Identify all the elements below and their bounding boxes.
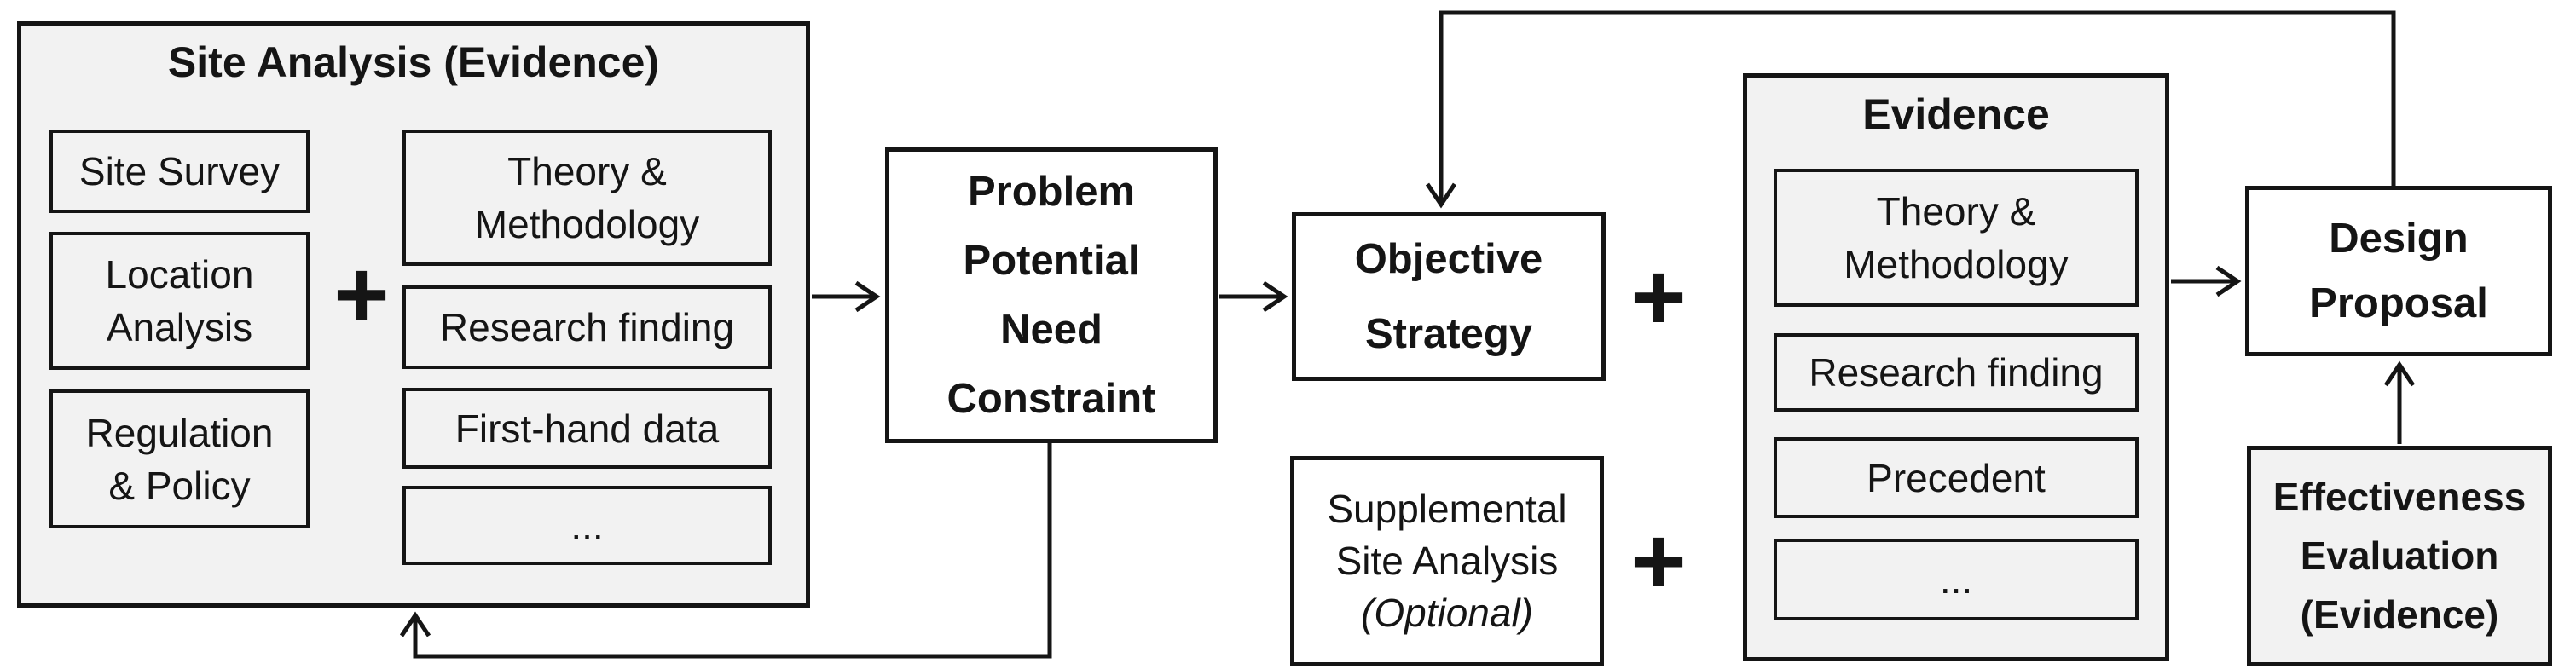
research-finding-site-label: Research finding <box>439 305 735 349</box>
regulation-policy-label: Regulation & Policy <box>85 410 274 508</box>
box-theory-methodology-site: Theory & Methodology <box>402 130 772 266</box>
box-ellipsis-site: ... <box>402 486 772 565</box>
box-objective-strategy: Objective Strategy <box>1292 212 1606 381</box>
site-analysis-title: Site Analysis (Evidence) <box>167 38 660 86</box>
first-hand-data-label: First-hand data <box>454 406 720 451</box>
box-location-analysis: Location Analysis <box>49 232 310 370</box>
box-theory-methodology-evidence: Theory & Methodology <box>1774 169 2139 307</box>
box-site-survey: Site Survey <box>49 130 310 213</box>
research-finding-evidence-label: Research finding <box>1809 350 2104 395</box>
design-proposal-label: Design Proposal <box>2309 216 2488 326</box>
box-regulation-policy: Regulation & Policy <box>49 389 310 528</box>
box-first-hand-data: First-hand data <box>402 388 772 469</box>
plus-operator-objective: + <box>1630 243 1687 350</box>
evidence-title: Evidence <box>1862 90 2050 138</box>
objective-strategy-label: Objective Strategy <box>1354 236 1543 357</box>
theory-methodology-site-label: Theory & Methodology <box>474 149 700 246</box>
ellipsis-site-label: ... <box>570 503 604 548</box>
ellipsis-evidence-label: ... <box>1939 557 1973 602</box>
box-design-proposal: Design Proposal <box>2245 186 2552 356</box>
supplemental-optional-label: (Optional) <box>1361 591 1533 635</box>
site-survey-label: Site Survey <box>78 149 281 193</box>
box-effectiveness-evaluation: Effectiveness Evaluation (Evidence) <box>2247 446 2552 666</box>
precedent-label: Precedent <box>1867 455 2046 500</box>
plus-operator-supplemental: + <box>1630 507 1687 614</box>
box-research-finding-site: Research finding <box>402 285 772 369</box>
box-ellipsis-evidence: ... <box>1774 539 2139 620</box>
box-research-finding-evidence: Research finding <box>1774 333 2139 412</box>
plus-operator-site: + <box>333 240 390 348</box>
supplemental-label: Supplemental Site Analysis <box>1327 487 1567 583</box>
effectiveness-evaluation-label: Effectiveness Evaluation (Evidence) <box>2272 475 2527 637</box>
box-precedent: Precedent <box>1774 437 2139 518</box>
location-analysis-label: Location Analysis <box>105 252 254 349</box>
theory-methodology-evidence-label: Theory & Methodology <box>1844 189 2069 286</box>
problem-label: Problem Potential Need Constraint <box>946 168 1156 422</box>
box-problem: Problem Potential Need Constraint <box>885 147 1218 443</box>
box-supplemental-site-analysis: Supplemental Site Analysis (Optional) <box>1290 456 1604 666</box>
